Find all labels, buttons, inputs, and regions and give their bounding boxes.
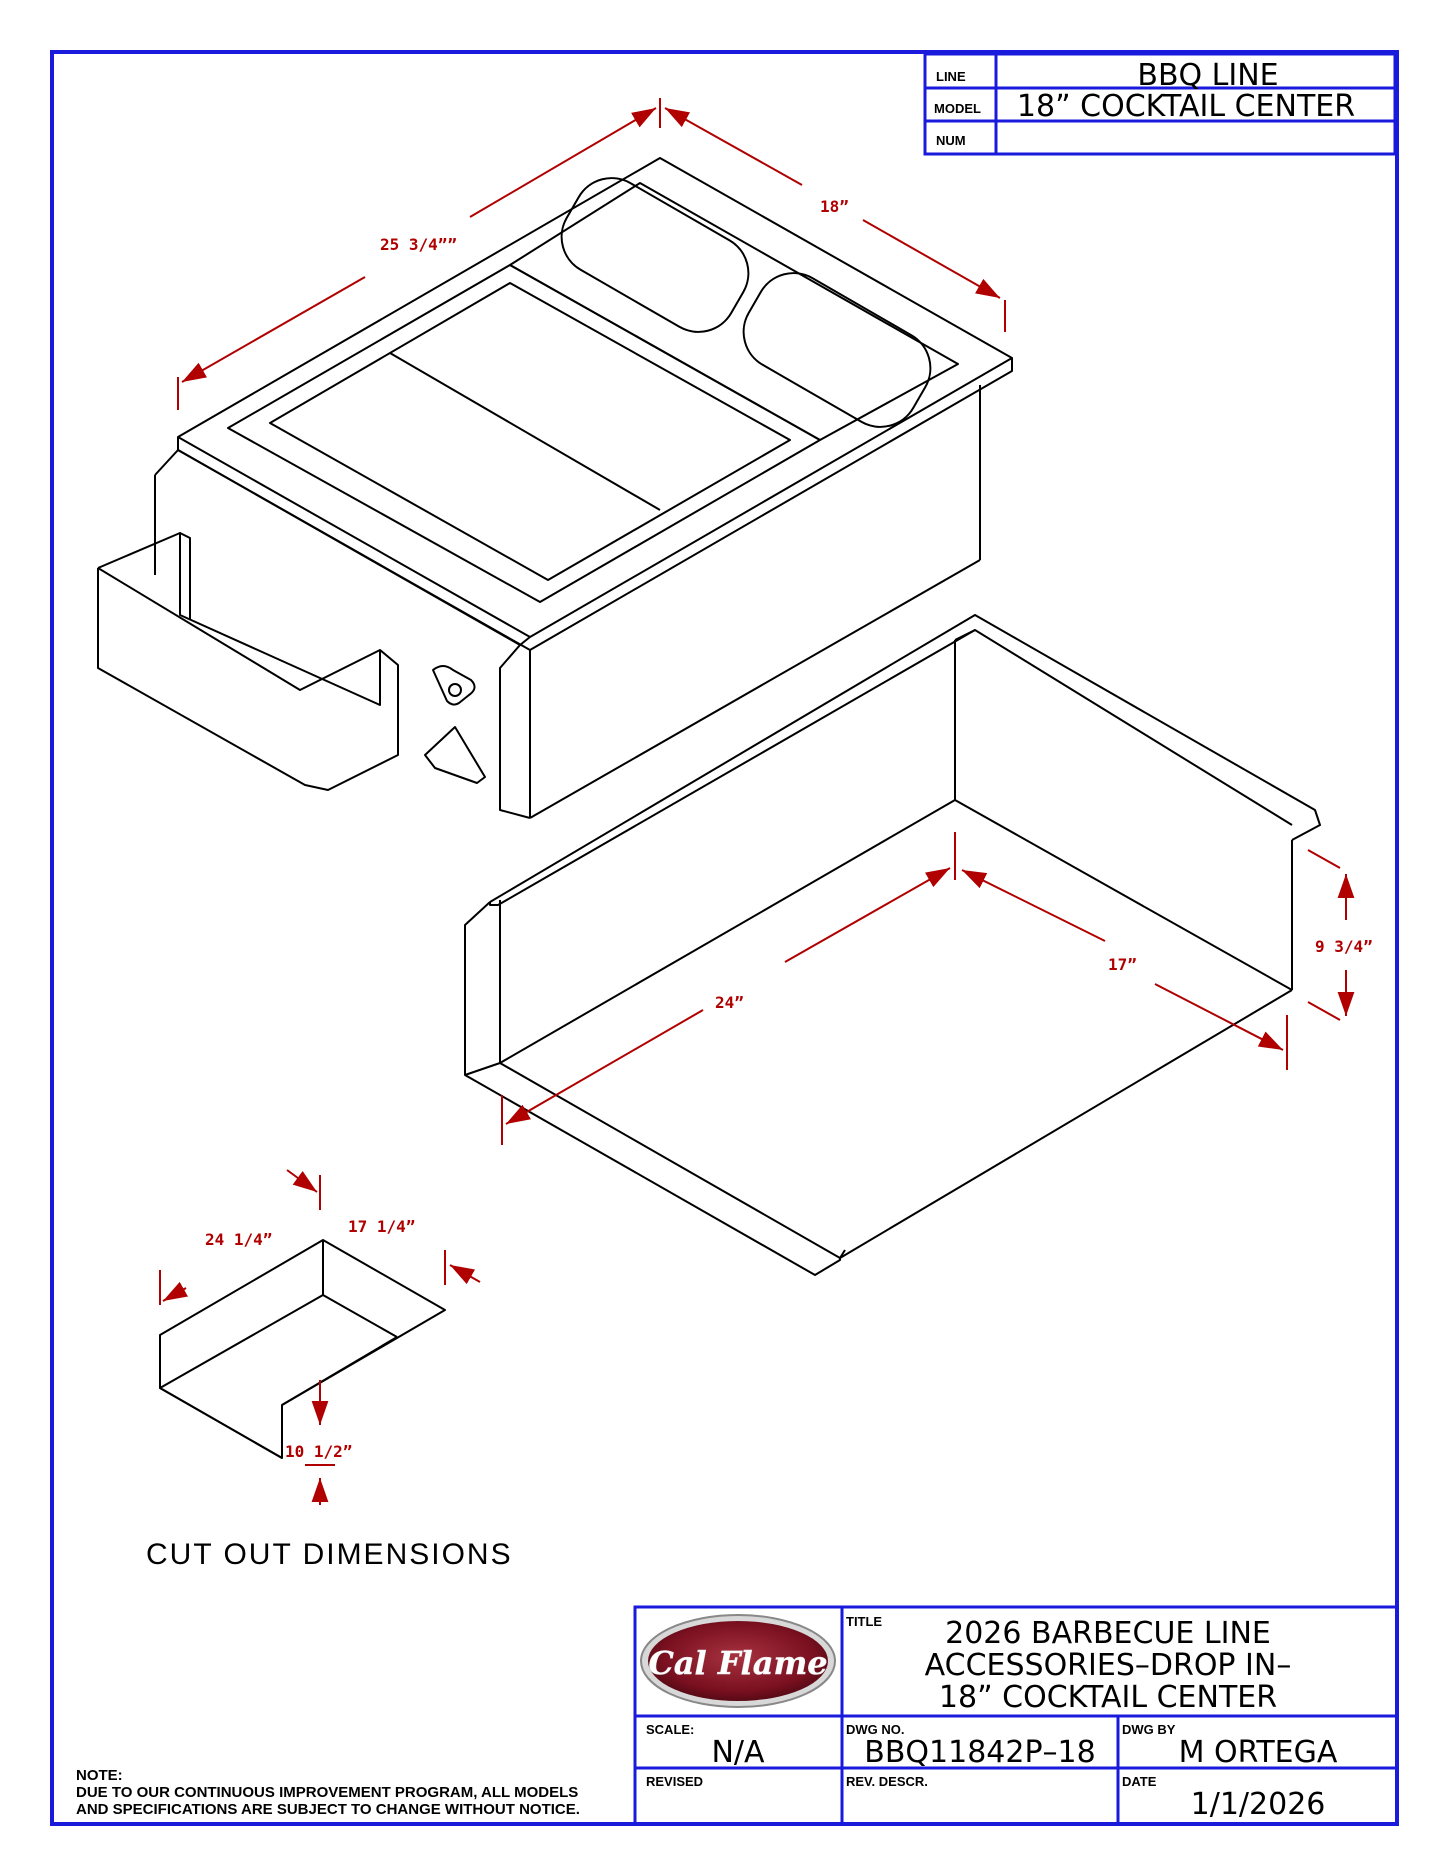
liner-dimensions	[501, 832, 1355, 1145]
title-line-1: 2026 BARBECUE LINE	[945, 1616, 1271, 1651]
logo-text: Cal Flame	[648, 1644, 827, 1682]
title-label: TITLE	[846, 1614, 882, 1629]
model-label: MODEL	[934, 101, 981, 116]
model-value: 18” COCKTAIL CENTER	[1017, 89, 1355, 124]
num-label: NUM	[936, 133, 966, 148]
dwg-by-value: M ORTEGA	[1179, 1735, 1338, 1770]
cutout-depth-dimension: 10 1/2”	[285, 1442, 352, 1461]
cutout-length-dimension: 24 1/4”	[205, 1230, 272, 1249]
cutout-label: CUT OUT DIMENSIONS	[146, 1538, 513, 1571]
insert-height-dimension: 9 3/4”	[1315, 937, 1373, 956]
cocktail-center-unit	[97, 157, 1013, 819]
cutout-box	[159, 1239, 446, 1459]
insert-length-dimension: 24”	[715, 993, 744, 1012]
date-value: 1/1/2026	[1191, 1787, 1326, 1822]
date-label: DATE	[1122, 1774, 1157, 1789]
insert-width-dimension: 17”	[1108, 955, 1137, 974]
scale-value: N/A	[711, 1735, 765, 1770]
well-2	[742, 272, 932, 428]
unit-width-dimension: 18”	[820, 197, 849, 216]
dwg-no-label: DWG NO.	[846, 1722, 905, 1737]
bottom-title-block	[633, 1605, 1399, 1826]
revised-label: REVISED	[646, 1774, 703, 1789]
cutout-width-dimension: 17 1/4”	[348, 1217, 415, 1236]
title-line-2: ACCESSORIES–DROP IN–	[925, 1648, 1292, 1683]
dwg-no-value: BBQ11842P–18	[864, 1735, 1095, 1770]
unit-length-dimension: 25 3/4””	[380, 235, 457, 254]
rev-descr-label: REV. DESCR.	[846, 1774, 928, 1789]
well-1	[560, 177, 750, 333]
note-line-1: DUE TO OUR CONTINUOUS IMPROVEMENT PROGRA…	[76, 1784, 578, 1801]
logo: Cal Flame	[640, 1614, 836, 1708]
note-line-2: AND SPECIFICATIONS ARE SUBJECT TO CHANGE…	[76, 1801, 580, 1818]
dwg-by-label: DWG BY	[1122, 1722, 1176, 1737]
top-title-block	[923, 52, 1397, 156]
title-line-3: 18” COCKTAIL CENTER	[939, 1680, 1277, 1715]
note-heading: NOTE:	[76, 1767, 123, 1784]
scale-label: SCALE:	[646, 1722, 694, 1737]
line-value: BBQ LINE	[1137, 58, 1278, 93]
drop-in-liner	[464, 614, 1321, 1276]
cutout-dimensions	[159, 1169, 481, 1505]
unit-dimensions	[177, 98, 1006, 410]
line-label: LINE	[936, 69, 966, 84]
